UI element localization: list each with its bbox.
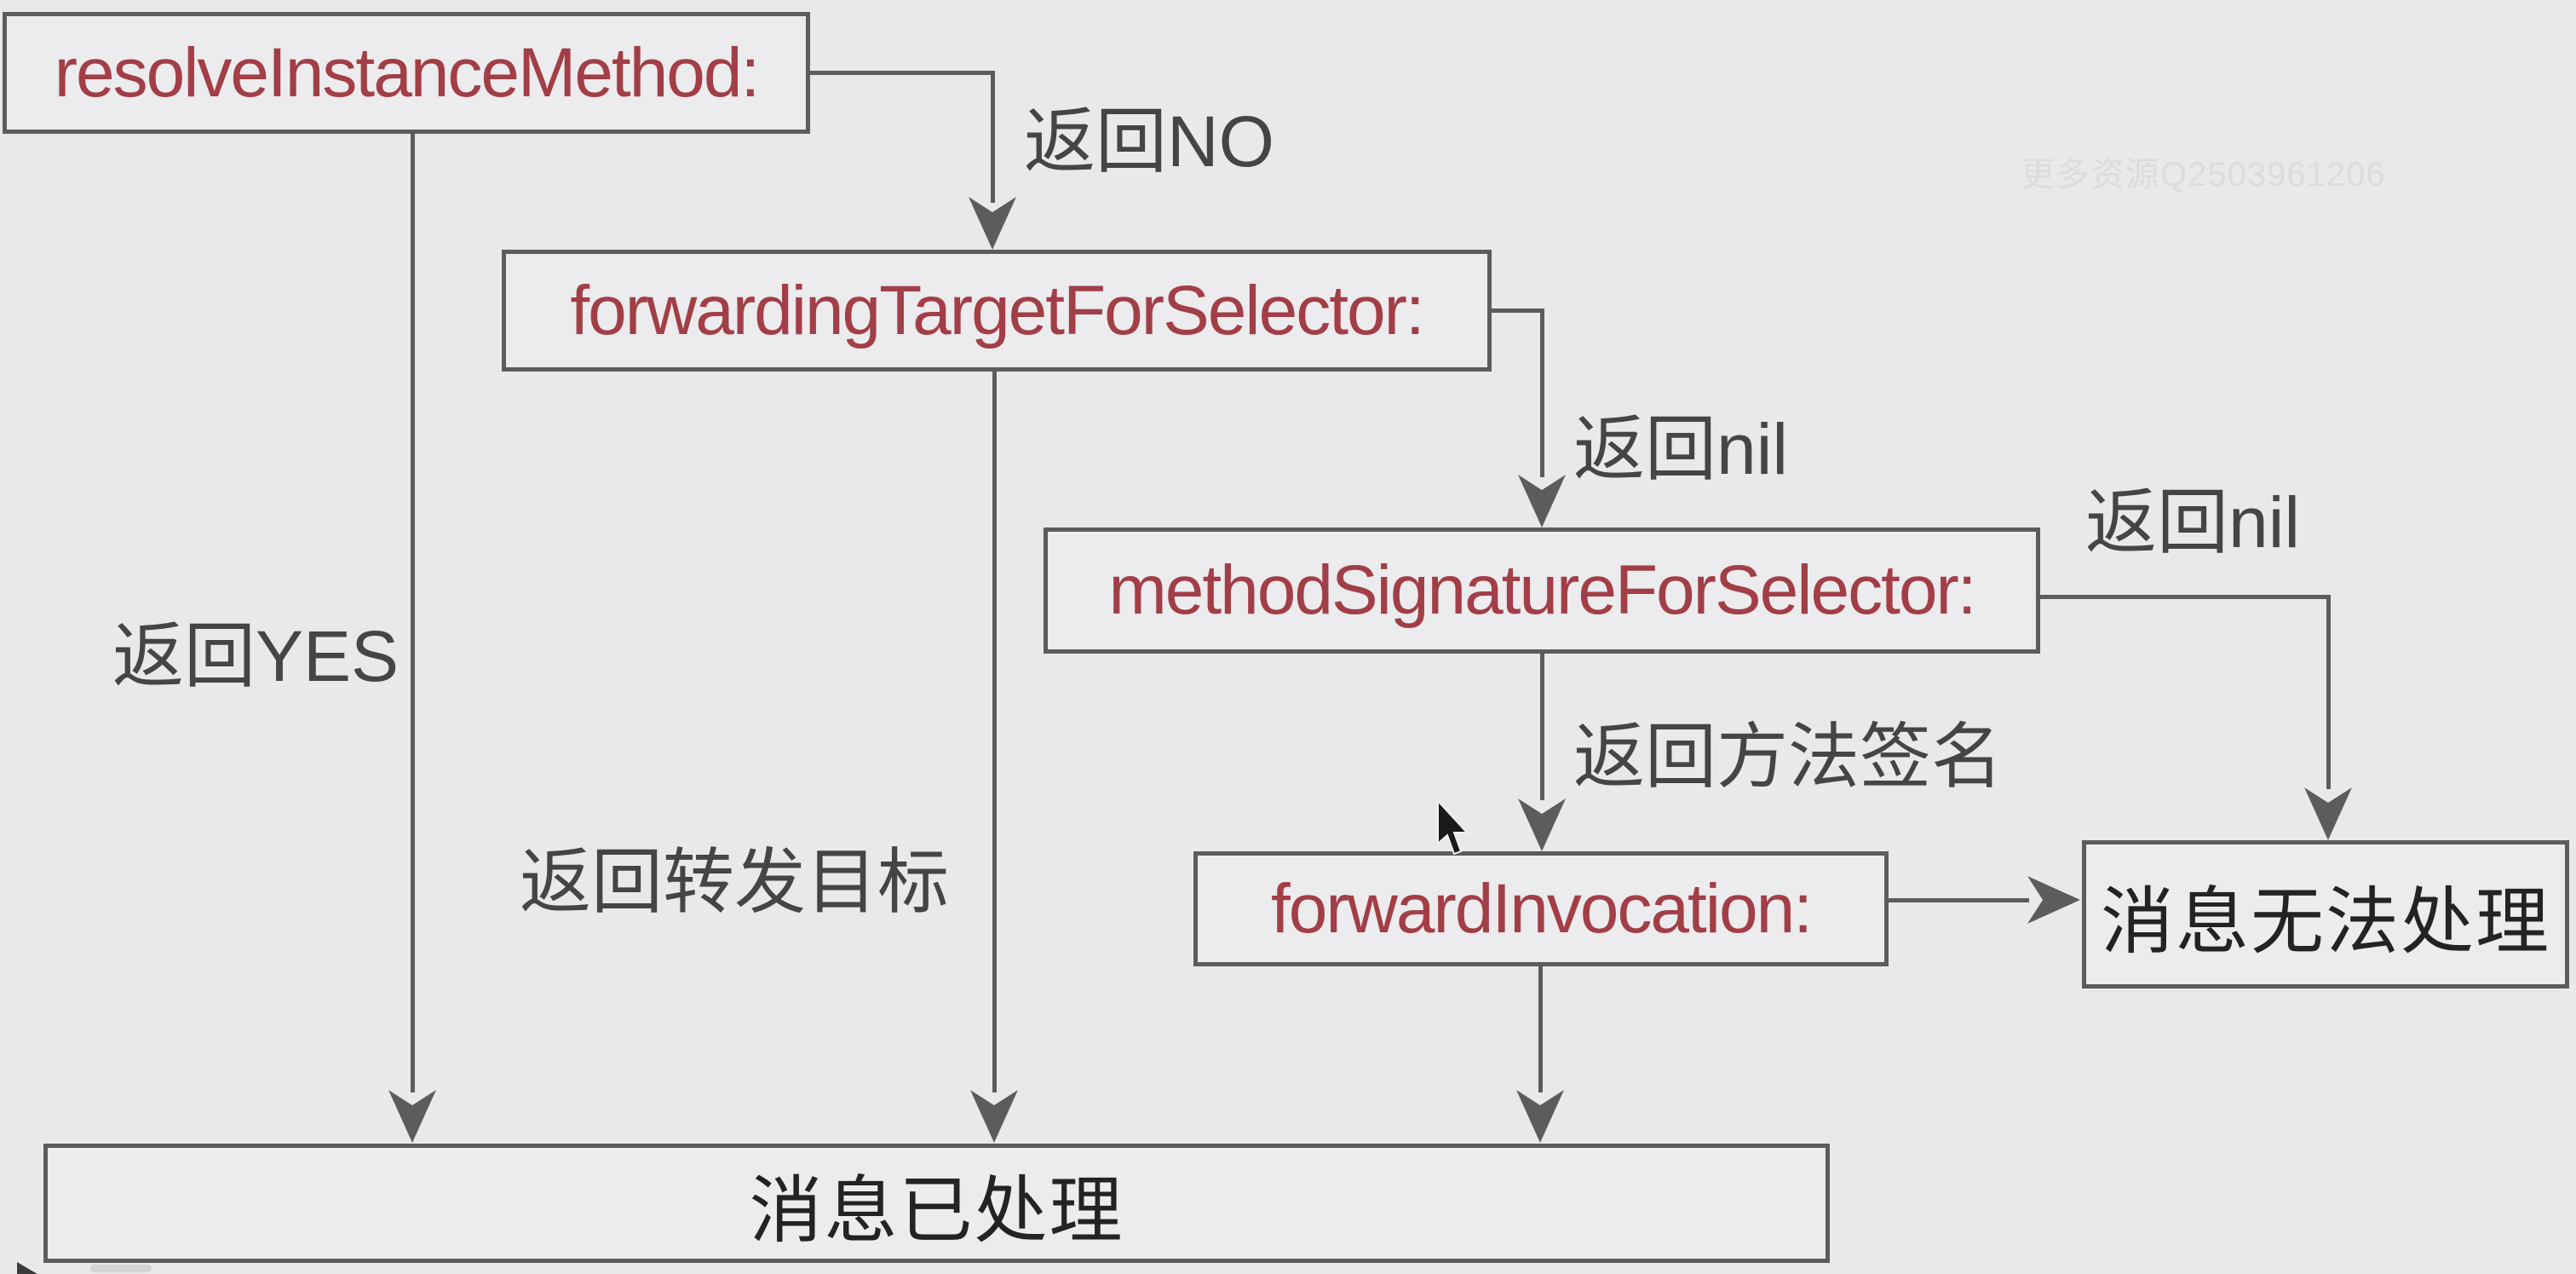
- edge-return-target-vline: [992, 370, 997, 1092]
- node-forwarding-target-for-selector: forwardingTargetForSelector:: [502, 250, 1492, 372]
- arrowhead-down-icon: [1518, 798, 1566, 851]
- edge-label-return-nil-to-signature: 返回nil: [1573, 409, 1789, 489]
- node-message-unhandled: 消息无法处理: [2082, 840, 2569, 989]
- edge-invocation-handled-vline: [1538, 965, 1543, 1092]
- bottom-left-faint-mark: [90, 1265, 152, 1272]
- node-message-handled-label: 消息已处理: [749, 1169, 1124, 1252]
- node-method-signature-for-selector: methodSignatureForSelector:: [1044, 527, 2040, 654]
- node-message-unhandled-label: 消息无法处理: [2101, 880, 2550, 963]
- edge-return-nil-1-hline: [1491, 308, 1544, 313]
- arrowhead-down-icon: [969, 197, 1016, 250]
- edge-return-nil-1-vline: [1540, 308, 1544, 477]
- edge-label-return-nil-to-unhandled: 返回nil: [2085, 482, 2301, 562]
- edge-return-signature-vline: [1540, 652, 1544, 800]
- arrowhead-down-icon: [388, 1090, 436, 1143]
- node-method-signature-for-selector-label: methodSignatureForSelector:: [1108, 551, 1976, 629]
- node-forward-invocation: forwardInvocation:: [1193, 851, 1889, 966]
- edge-invocation-unhandled-hline: [1886, 898, 2029, 902]
- edge-label-return-yes: 返回YES: [112, 616, 400, 696]
- arrowhead-right-icon: [2027, 876, 2080, 924]
- edge-return-nil-2-vline: [2326, 595, 2331, 789]
- mouse-cursor-icon: [1437, 801, 1469, 856]
- edge-label-return-method-signature: 返回方法签名: [1573, 717, 2004, 797]
- node-message-handled: 消息已处理: [43, 1144, 1830, 1263]
- edge-label-return-no: 返回NO: [1024, 101, 1275, 182]
- node-resolve-instance-method: resolveInstanceMethod:: [3, 12, 810, 134]
- node-resolve-instance-method-label: resolveInstanceMethod:: [54, 33, 761, 112]
- edge-return-no-hline: [809, 71, 995, 75]
- node-forwarding-target-for-selector-label: forwardingTargetForSelector:: [570, 271, 1424, 349]
- arrowhead-down-icon: [970, 1090, 1018, 1143]
- arrowhead-down-icon: [1518, 475, 1566, 527]
- node-forward-invocation-label: forwardInvocation:: [1270, 869, 1813, 948]
- arrowhead-down-icon: [2304, 787, 2352, 840]
- edge-return-nil-2-hline: [2038, 595, 2331, 599]
- watermark-text: 更多资源Q2503961206: [2021, 156, 2386, 193]
- edge-return-yes-vline: [411, 133, 415, 1092]
- bottom-left-artifact: [17, 1262, 37, 1274]
- edge-return-no-vline: [991, 71, 995, 203]
- edge-label-return-forward-target: 返回转发目标: [520, 842, 950, 922]
- arrowhead-down-icon: [1516, 1090, 1564, 1143]
